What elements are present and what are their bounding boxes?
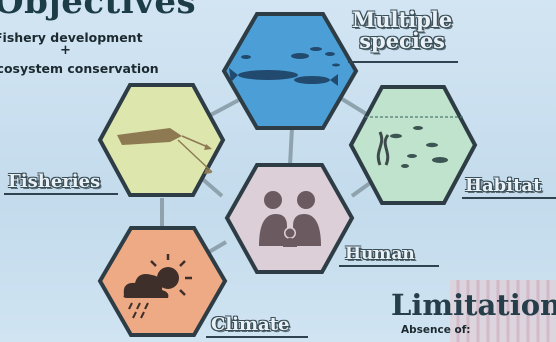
habitat-node [348, 85, 478, 205]
fisheries-label: Fisheries [8, 171, 101, 192]
multiple-species-label: Multiple species [352, 9, 452, 51]
objectives-plus: + [60, 43, 71, 58]
objectives-title: Objectives [0, 0, 197, 22]
seabed-icon [365, 116, 465, 168]
multiple-species-label-line1: Multiple [352, 7, 453, 32]
family-icon [259, 191, 321, 247]
human-underline [339, 265, 439, 267]
human-label: Human [345, 244, 415, 264]
fish-icon [229, 47, 340, 86]
multiple-species-node [221, 12, 359, 130]
climate-underline [206, 336, 308, 338]
multiple-species-underline [348, 61, 458, 63]
fisheries-node [97, 83, 226, 197]
weather-icon [123, 254, 192, 319]
human-node [224, 163, 355, 274]
fisheries-underline [4, 193, 118, 195]
objectives-line-ecosystem: Ecosystem conservation [0, 61, 159, 76]
climate-label: Climate [211, 314, 290, 335]
climate-node [97, 226, 228, 337]
objectives-line-fishery: Fishery development [0, 30, 143, 45]
multiple-species-label-line2: species [359, 28, 446, 53]
limitation-background [450, 280, 556, 342]
habitat-label: Habitat [465, 175, 542, 196]
limitation-title: Limitation [391, 288, 556, 322]
limitation-text: Absence of: [401, 324, 471, 336]
boat-icon [117, 128, 213, 174]
habitat-underline [462, 197, 556, 199]
